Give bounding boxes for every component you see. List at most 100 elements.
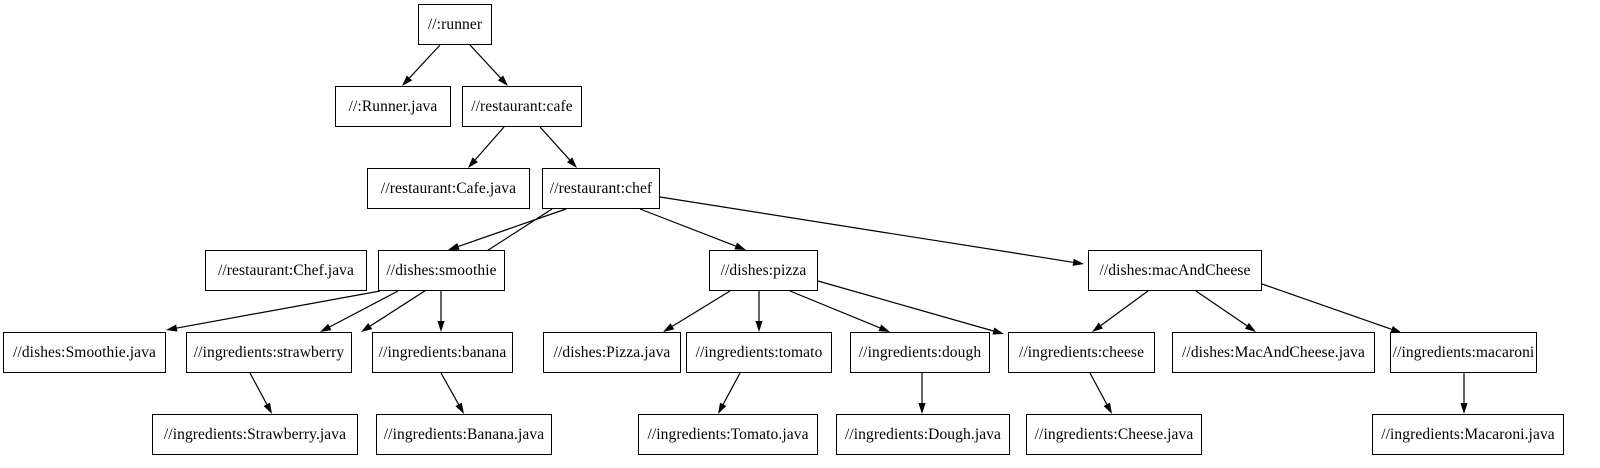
- graph-node-label: //ingredients:cheese: [1018, 343, 1145, 361]
- graph-node-label: //ingredients:banana: [378, 343, 507, 361]
- graph-node-cafe[interactable]: //restaurant:cafe: [462, 86, 582, 127]
- arrowhead-icon: [918, 403, 926, 414]
- graph-node-label: //dishes:Pizza.java: [553, 343, 671, 361]
- arrowhead-icon: [663, 323, 675, 332]
- edge-line: [458, 208, 567, 247]
- graph-node-banana[interactable]: //ingredients:banana: [372, 332, 513, 373]
- graph-node-cafe-java[interactable]: //restaurant:Cafe.java: [367, 168, 530, 209]
- graph-node-pizza[interactable]: //dishes:pizza: [709, 250, 818, 291]
- graph-node-label: //dishes:pizza: [720, 261, 807, 279]
- edge-line: [1089, 372, 1108, 405]
- graph-node-pizza-java[interactable]: //dishes:Pizza.java: [543, 332, 681, 373]
- graph-edge-chef-to-smoothie: [448, 208, 567, 250]
- arrowhead-icon: [361, 323, 373, 332]
- arrowhead-icon: [437, 321, 445, 332]
- edge-line: [639, 208, 736, 247]
- graph-node-dough[interactable]: //ingredients:dough: [850, 332, 990, 373]
- arrowhead-icon: [718, 402, 727, 414]
- edge-line: [672, 290, 731, 327]
- graph-node-label: //:runner: [427, 15, 483, 33]
- graph-node-macaroni-java[interactable]: //ingredients:Macaroni.java: [1372, 414, 1564, 455]
- arrowhead-icon: [734, 242, 746, 250]
- graph-node-macandcheese[interactable]: //dishes:macAndCheese: [1088, 250, 1262, 291]
- graph-edge-pizza-to-dough: [789, 290, 890, 332]
- graph-node-strawberry[interactable]: //ingredients:strawberry: [186, 332, 352, 373]
- edge-line: [409, 44, 441, 79]
- graph-node-label: //ingredients:macaroni: [1392, 343, 1535, 361]
- arrowhead-icon: [263, 402, 272, 414]
- graph-node-tomato-java[interactable]: //ingredients:Tomato.java: [638, 414, 818, 455]
- graph-node-tomato[interactable]: //ingredients:tomato: [686, 332, 832, 373]
- graph-node-chef[interactable]: //restaurant:chef: [542, 168, 660, 209]
- graph-node-label: //dishes:Smoothie.java: [13, 343, 156, 361]
- graph-node-label: //ingredients:dough: [858, 343, 982, 361]
- arrowhead-icon: [566, 157, 577, 168]
- edge-line: [1195, 290, 1248, 327]
- arrowhead-icon: [992, 327, 1004, 335]
- graph-node-label: //ingredients:Tomato.java: [647, 425, 809, 443]
- edge-line: [817, 280, 994, 332]
- graph-node-smoothie[interactable]: //dishes:smoothie: [378, 250, 505, 291]
- graph-edge-pizza-to-tomato: [755, 291, 763, 332]
- arrowhead-icon: [468, 157, 478, 168]
- graph-node-strawberry-java[interactable]: //ingredients:Strawberry.java: [152, 414, 358, 455]
- graph-edge-macandcheese-to-macaroni: [1261, 283, 1402, 333]
- graph-edge-smoothie-to-banana: [437, 291, 445, 332]
- graph-edge-smoothie-to-strawberry: [320, 290, 399, 332]
- graph-node-label: //dishes:MacAndCheese.java: [1182, 343, 1365, 361]
- edge-line: [469, 44, 501, 79]
- arrowhead-icon: [878, 324, 890, 332]
- edge-line: [329, 290, 399, 328]
- graph-edge-tomato-to-tomato-java: [718, 372, 741, 414]
- graph-node-label: //restaurant:Cafe.java: [380, 179, 517, 197]
- graph-node-cheese[interactable]: //ingredients:cheese: [1008, 332, 1155, 373]
- graph-node-smoothie-java[interactable]: //dishes:Smoothie.java: [3, 332, 166, 373]
- graph-node-label: //ingredients:Strawberry.java: [163, 425, 347, 443]
- arrowhead-icon: [320, 323, 332, 332]
- arrowhead-icon: [166, 324, 178, 332]
- graph-node-chef-java[interactable]: //restaurant:Chef.java: [205, 250, 367, 291]
- arrowhead-icon: [1460, 403, 1468, 414]
- arrowhead-icon: [1072, 258, 1084, 266]
- graph-edge-pizza-to-pizza-java: [663, 290, 731, 332]
- graph-edge-cheese-to-cheese-java: [1089, 372, 1112, 414]
- arrowhead-icon: [455, 402, 464, 414]
- edge-line: [1261, 283, 1392, 330]
- edge-line: [176, 290, 381, 329]
- graph-node-label: //dishes:smoothie: [386, 261, 497, 279]
- graph-edge-smoothie-to-smoothie-java: [166, 290, 381, 332]
- graph-node-runner-java[interactable]: //:Runner.java: [335, 86, 451, 127]
- edge-line: [249, 372, 268, 405]
- graph-edge-dough-to-dough-java: [918, 373, 926, 414]
- graph-edge-pizza-to-cheese: [817, 280, 1004, 335]
- graph-edge-runner-to-cafe: [469, 44, 508, 86]
- edge-line: [1100, 290, 1149, 326]
- graph-node-macaroni[interactable]: //ingredients:macaroni: [1390, 332, 1537, 373]
- graph-node-label: //restaurant:Chef.java: [217, 261, 355, 279]
- arrowhead-icon: [402, 75, 413, 86]
- graph-node-cheese-java[interactable]: //ingredients:Cheese.java: [1026, 414, 1202, 455]
- graph-node-label: //ingredients:tomato: [695, 343, 823, 361]
- graph-node-label: //restaurant:cafe: [471, 97, 573, 115]
- graph-node-label: //ingredients:strawberry: [193, 343, 345, 361]
- arrowhead-icon: [448, 242, 460, 250]
- graph-node-banana-java[interactable]: //ingredients:Banana.java: [376, 414, 552, 455]
- graph-node-label: //:Runner.java: [348, 97, 438, 115]
- arrowhead-icon: [755, 321, 763, 332]
- arrowhead-icon: [1244, 322, 1256, 332]
- graph-node-label: //ingredients:Cheese.java: [1034, 425, 1194, 443]
- graph-node-runner[interactable]: //:runner: [418, 4, 492, 45]
- graph-edge-chef-to-pizza: [639, 208, 746, 250]
- graph-node-label: //ingredients:Dough.java: [844, 425, 1002, 443]
- graph-edge-macandcheese-to-cheese: [1092, 290, 1149, 332]
- graph-node-macandcheese-java[interactable]: //dishes:MacAndCheese.java: [1172, 332, 1375, 373]
- graph-edge-cafe-to-cafe-java: [468, 126, 505, 168]
- graph-node-label: //ingredients:Banana.java: [383, 425, 545, 443]
- edge-line: [440, 372, 460, 405]
- graph-node-label: //ingredients:Macaroni.java: [1381, 425, 1555, 443]
- graph-node-label: //dishes:macAndCheese: [1099, 261, 1251, 279]
- arrowhead-icon: [1092, 322, 1104, 332]
- graph-node-dough-java[interactable]: //ingredients:Dough.java: [836, 414, 1010, 455]
- edge-line: [474, 126, 505, 161]
- graph-edge-cafe-to-chef: [539, 126, 577, 168]
